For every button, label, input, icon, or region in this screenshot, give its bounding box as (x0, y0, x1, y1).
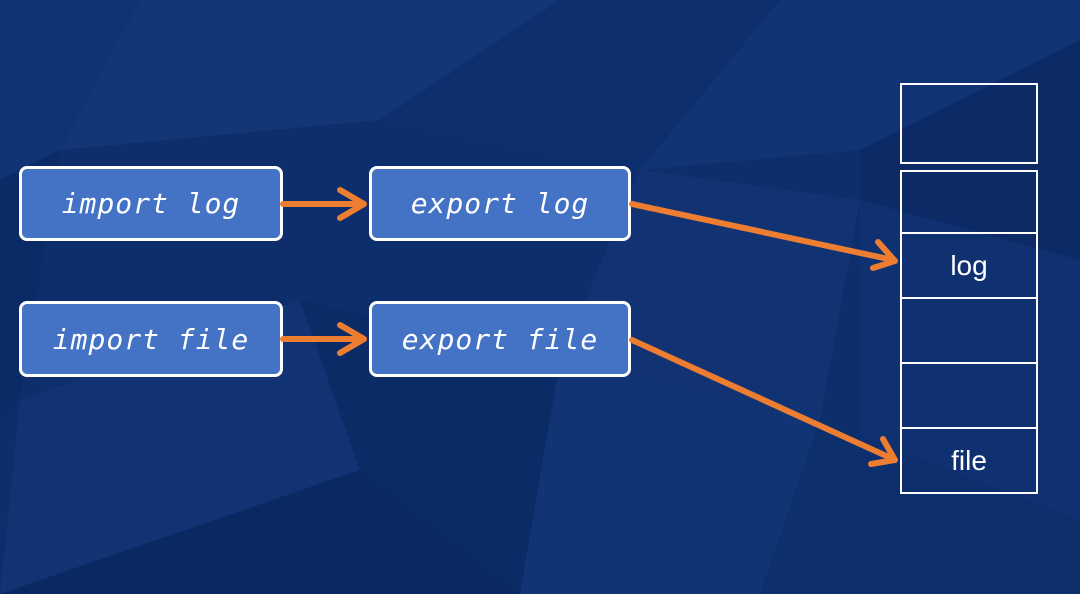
import-file-label: import file (52, 322, 250, 356)
export-log-label: export log (410, 187, 590, 220)
export-log-node: export log (369, 166, 631, 241)
storage-slot-0 (900, 83, 1038, 164)
storage-slot-file: file (900, 427, 1038, 494)
export-file-label: export file (401, 322, 599, 356)
storage-slot-file-label: file (951, 444, 987, 476)
storage-slot-3 (900, 297, 1038, 363)
storage-slot-1 (900, 170, 1038, 233)
import-log-node: import log (19, 166, 283, 241)
import-file-node: import file (19, 301, 283, 377)
export-file-node: export file (369, 301, 631, 377)
storage-slot-log-label: log (950, 250, 988, 281)
storage-stack: log file (900, 83, 1038, 494)
storage-slot-4 (900, 362, 1038, 428)
import-log-label: import log (61, 187, 241, 220)
storage-slot-log: log (900, 232, 1038, 298)
